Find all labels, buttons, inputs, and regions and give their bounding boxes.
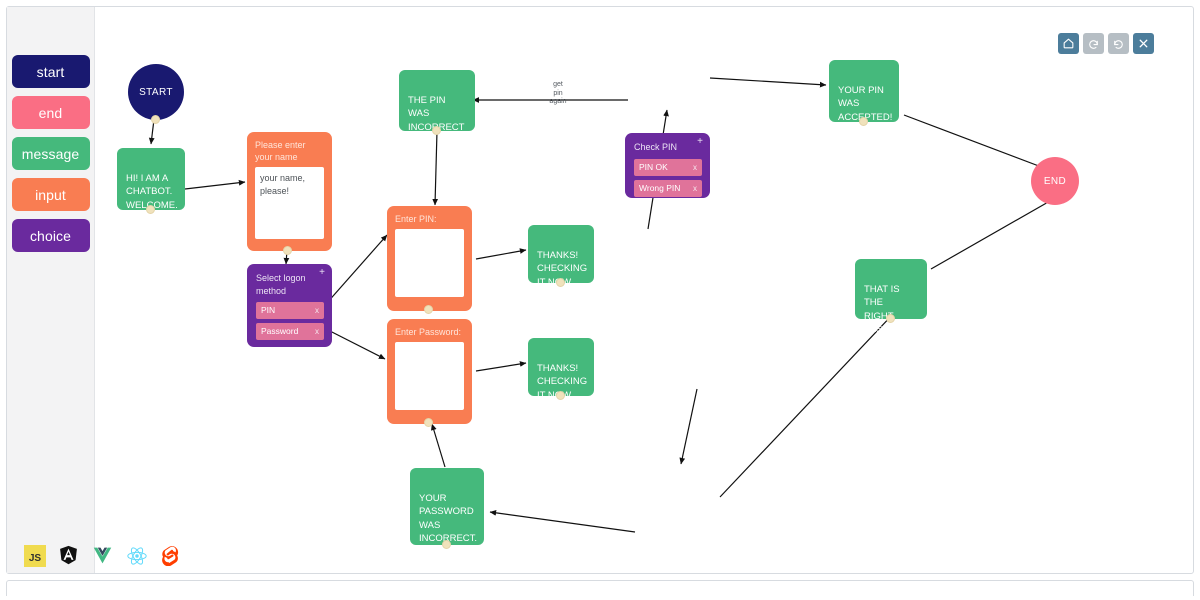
edge-password-incorrect-to-password-input: [431, 423, 446, 468]
remove-option-button[interactable]: x: [693, 162, 697, 172]
node-port[interactable]: [859, 117, 868, 126]
edge-pin-input-to-checking: [475, 248, 527, 260]
node-message-password-incorrect[interactable]: YOUR PASSWORD WAS INCORRECT.: [410, 468, 484, 549]
choice-option-label: PIN: [261, 305, 276, 315]
node-message-pin-checking[interactable]: THANKS! CHECKING IT NOW: [528, 225, 594, 288]
flow-canvas[interactable]: get pin again START HI! I AM A CHATBOT. …: [95, 7, 1194, 573]
node-input-pin[interactable]: Enter PIN:: [387, 206, 472, 314]
edge-pin-option-to-pin-input: [325, 234, 388, 305]
node-start[interactable]: START: [128, 64, 184, 124]
edge-pin-incorrect-to-pin-input: [432, 130, 439, 206]
angular-logo[interactable]: [58, 545, 80, 567]
node-message-password-checking[interactable]: THANKS! CHECKING IT NOW: [528, 338, 594, 401]
node-port[interactable]: [283, 246, 292, 255]
node-port[interactable]: [886, 314, 895, 323]
node-input-name[interactable]: Please enter your name your name, please…: [247, 132, 332, 255]
canvas-toolbar: [1058, 33, 1154, 54]
node-port[interactable]: [146, 205, 155, 214]
edge-label-retry-pin: get pin again: [549, 81, 567, 105]
palette-item-label: start: [36, 63, 65, 80]
node-input-password[interactable]: Enter Password:: [387, 319, 472, 427]
node-port[interactable]: [556, 278, 565, 287]
javascript-logo[interactable]: JS: [24, 545, 46, 567]
palette-item-label: end: [38, 104, 63, 121]
node-input-label: Please enter your name: [255, 140, 306, 162]
add-option-button[interactable]: +: [697, 136, 703, 147]
palette-item-start[interactable]: start: [11, 55, 90, 88]
edge-wrong-password-to-incorrect: [489, 509, 636, 533]
edge-password-input-to-checking: [475, 361, 527, 372]
palette-item-choice[interactable]: choice: [11, 219, 90, 252]
palette-item-label: input: [35, 186, 66, 203]
node-input-field[interactable]: your name, please!: [255, 167, 324, 239]
palette-item-message[interactable]: message: [11, 137, 90, 170]
react-logo[interactable]: [126, 545, 148, 567]
choice-option-label: Password: [261, 326, 299, 336]
edge-password-ok-to-right: [719, 311, 896, 498]
undo-button[interactable]: [1083, 33, 1104, 54]
node-end[interactable]: END: [1031, 157, 1079, 205]
choice-option[interactable]: PIN x: [256, 302, 324, 319]
palette-item-input[interactable]: input: [11, 178, 90, 211]
edge-pin-ok-to-accepted: [709, 77, 827, 88]
node-port[interactable]: [424, 305, 433, 314]
remove-option-button[interactable]: x: [315, 306, 319, 315]
edge-right-password-to-end: [930, 196, 1058, 270]
node-input-field[interactable]: [395, 229, 464, 297]
home-button[interactable]: [1058, 33, 1079, 54]
node-palette: start end message input choice: [7, 7, 95, 573]
node-port[interactable]: [151, 115, 160, 124]
choice-option-label: Wrong PIN: [639, 182, 681, 193]
choice-option-label: PIN OK: [639, 161, 668, 172]
edge-password-option-to-password-input: [325, 328, 386, 360]
redo-button[interactable]: [1108, 33, 1129, 54]
node-end-label: END: [1043, 175, 1067, 187]
vue-logo[interactable]: [92, 545, 114, 567]
close-button[interactable]: [1133, 33, 1154, 54]
edge-pin-accepted-to-end: [903, 114, 1053, 172]
palette-item-end[interactable]: end: [11, 96, 90, 129]
node-port[interactable]: [556, 391, 565, 400]
node-message-pin-accepted[interactable]: YOUR PIN WAS ACCEPTED!: [829, 60, 899, 126]
node-input-label: Enter Password:: [395, 327, 462, 337]
framework-logos: JS: [24, 545, 182, 567]
choice-option[interactable]: PIN OK x: [634, 158, 702, 176]
node-start-label: START: [139, 86, 173, 98]
svelte-logo[interactable]: [160, 545, 182, 567]
svg-text:JS: JS: [29, 553, 42, 564]
node-message-pin-incorrect[interactable]: THE PIN WAS INCORRECT: [399, 70, 475, 135]
node-choice-title: Select logon method: [256, 273, 306, 296]
choice-option[interactable]: Password x: [256, 323, 324, 340]
add-option-button[interactable]: +: [319, 267, 325, 278]
node-port[interactable]: [432, 126, 441, 135]
editor-frame-bottom: [6, 580, 1194, 596]
remove-option-button[interactable]: x: [315, 327, 319, 336]
palette-item-label: choice: [29, 227, 72, 244]
node-choice-logon[interactable]: + Select logon method PIN x Password x: [247, 264, 332, 347]
node-port[interactable]: [424, 418, 433, 427]
node-message-text: THAT IS THE RIGHT PASSWORD.: [864, 283, 922, 336]
node-port[interactable]: [442, 540, 451, 549]
node-message-text: YOUR PASSWORD WAS INCORRECT.: [419, 492, 478, 545]
palette-item-label: message: [21, 145, 80, 162]
choice-option[interactable]: Wrong PIN x: [634, 179, 702, 197]
edge-checking-to-password-choice: [679, 388, 698, 465]
node-message-welcome[interactable]: HI! I AM A CHATBOT. WELCOME.: [117, 148, 185, 214]
node-choice-check-pin[interactable]: + Check PIN PIN OK x Wrong PIN x: [625, 133, 710, 198]
node-input-label: Enter PIN:: [395, 214, 437, 224]
edge-welcome-to-name-input: [184, 179, 246, 190]
node-input-field[interactable]: [395, 342, 464, 410]
node-message-password-right[interactable]: THAT IS THE RIGHT PASSWORD.: [855, 259, 927, 335]
node-choice-title: Check PIN: [634, 142, 678, 152]
editor-frame: [6, 6, 1194, 574]
remove-option-button[interactable]: x: [693, 183, 697, 193]
